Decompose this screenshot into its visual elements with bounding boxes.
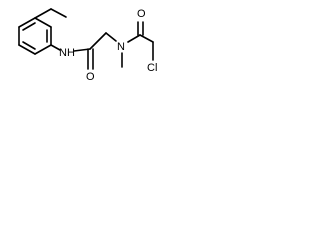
n-label: N [117,41,125,53]
n-acyl-bond [127,34,141,43]
aryl-nh-bond [50,44,61,51]
acyl-ch2cl-bond [139,34,154,43]
benzene-ring [18,17,52,55]
o-acyl-label: O [137,8,146,20]
carbonyl-ch2-bond [89,32,107,50]
ch2-n-bond [105,32,117,42]
cl-label: Cl [147,62,157,74]
ethyl-group [34,8,67,19]
chemical-structure: NH N O O Cl [18,8,157,83]
nh-label: NH [59,47,75,59]
o-amide-label: O [86,71,95,83]
acyl-carbonyl [137,21,144,36]
amide-carbonyl [87,48,94,70]
